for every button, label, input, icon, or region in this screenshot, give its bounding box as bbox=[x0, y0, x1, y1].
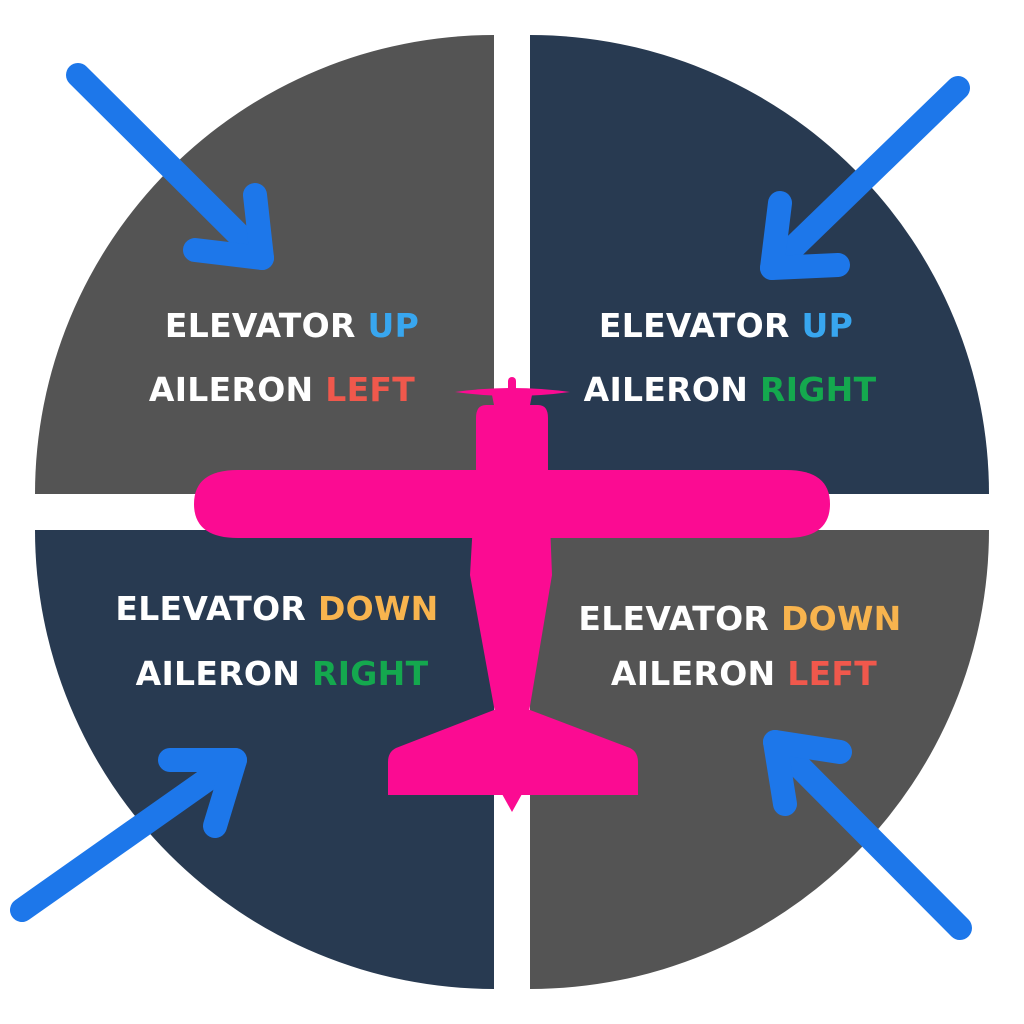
tr-aileron-word: AILERON bbox=[584, 370, 749, 409]
tl-elevator-label: ELEVATOR UP bbox=[165, 306, 419, 345]
arrows bbox=[10, 63, 972, 940]
tr-elevator-label: ELEVATOR UP bbox=[599, 306, 853, 345]
labels: ELEVATOR UP AILERON LEFT ELEVATOR UP AIL… bbox=[115, 306, 901, 693]
airplane-spinner bbox=[508, 377, 516, 397]
bl-aileron-label: AILERON RIGHT bbox=[136, 654, 429, 693]
tl-elevator-word: ELEVATOR bbox=[165, 306, 356, 345]
airplane-rudder bbox=[502, 794, 522, 812]
airplane-wing bbox=[194, 470, 830, 538]
quadrants bbox=[35, 35, 989, 989]
br-aileron-dir: LEFT bbox=[787, 654, 877, 693]
airplane-cowling bbox=[492, 395, 532, 405]
bl-aileron-word: AILERON bbox=[136, 654, 301, 693]
bl-elevator-word: ELEVATOR bbox=[115, 589, 306, 628]
tl-aileron-label: AILERON LEFT bbox=[149, 370, 415, 409]
arrow-icon-bottom-right bbox=[763, 730, 972, 940]
tr-aileron-label: AILERON RIGHT bbox=[584, 370, 877, 409]
bl-elevator-label: ELEVATOR DOWN bbox=[115, 589, 438, 628]
airplane-tail bbox=[388, 710, 638, 795]
arrow-icon-top-right bbox=[760, 76, 970, 280]
tr-aileron-dir: RIGHT bbox=[760, 370, 877, 409]
tl-aileron-dir: LEFT bbox=[325, 370, 415, 409]
tr-elevator-word: ELEVATOR bbox=[599, 306, 790, 345]
bl-elevator-dir: DOWN bbox=[318, 589, 439, 628]
br-elevator-label: ELEVATOR DOWN bbox=[578, 599, 901, 638]
tl-elevator-dir: UP bbox=[367, 306, 419, 345]
quadrant-top-right bbox=[530, 35, 989, 494]
tl-aileron-word: AILERON bbox=[149, 370, 314, 409]
quadrant-bottom-left bbox=[35, 530, 494, 989]
arrow-icon-bottom-left bbox=[10, 748, 247, 922]
br-aileron-label: AILERON LEFT bbox=[611, 654, 877, 693]
quadrant-bottom-right bbox=[530, 530, 989, 989]
br-elevator-dir: DOWN bbox=[781, 599, 902, 638]
airplane-icon bbox=[194, 377, 830, 812]
tr-elevator-dir: UP bbox=[801, 306, 853, 345]
bl-aileron-dir: RIGHT bbox=[312, 654, 429, 693]
br-aileron-word: AILERON bbox=[611, 654, 776, 693]
br-elevator-word: ELEVATOR bbox=[578, 599, 769, 638]
arrow-icon-top-left bbox=[66, 63, 274, 270]
